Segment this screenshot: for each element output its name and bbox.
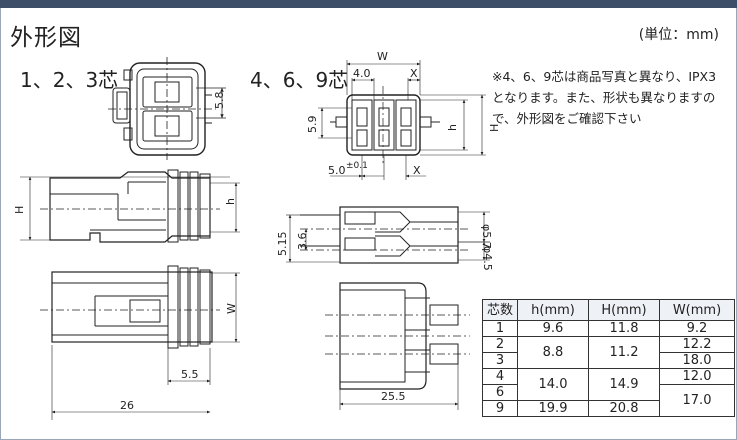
- table-header-W: W(mm): [659, 299, 735, 321]
- small-top-view: [40, 265, 240, 420]
- table-cell-W: 18.0: [659, 352, 735, 369]
- note-line-1: ※4、6、9芯は商品写真と異なり、IPX3: [492, 69, 717, 84]
- table-cell-h: 14.0: [517, 368, 589, 401]
- note-line-2: となります。また、形状も異なりますの: [492, 90, 716, 105]
- table-row: 4 14.0 14.9 12.0: [482, 368, 735, 401]
- table-cell-cores: 4: [482, 368, 518, 385]
- dim-25-5: 25.5: [381, 390, 406, 403]
- header-band: [0, 0, 737, 8]
- table-row: 1 9.6 11.8 9.2: [482, 320, 735, 337]
- table-cell-cores: 9: [482, 400, 518, 417]
- dim-3-6: 3.6: [296, 233, 309, 251]
- table-row: 6 17.0: [482, 384, 735, 417]
- product-note: ※4、6、9芯は商品写真と異なり、IPX3 となります。また、形状も異なりますの…: [492, 66, 727, 129]
- table-cell-h: 9.6: [517, 320, 589, 337]
- label-small-connector: 1、2、3芯: [20, 68, 119, 92]
- dim-5-8: 5.8: [213, 92, 226, 110]
- dim-5-0-tolerance: ±0.1: [346, 161, 368, 171]
- page-title: 外形図: [10, 25, 82, 51]
- dim-phi-4-5: φ4.5: [481, 246, 494, 271]
- table-row: 2 8.8 11.2 12.2: [482, 336, 735, 369]
- dim-26: 26: [120, 399, 134, 412]
- table-cell-W: 17.0: [659, 384, 735, 417]
- table-cell-H: 11.2: [588, 336, 660, 369]
- table-cell-H: 14.9: [588, 368, 660, 401]
- table-row: 9 19.9 20.8: [482, 400, 735, 417]
- dim-h-small: h: [224, 198, 237, 205]
- dim-W-small: W: [225, 303, 238, 314]
- dimension-table: 芯数 h(mm) H(mm) W(mm) 1 9.6 11.8 9.2 2 8.…: [482, 299, 735, 417]
- table-cell-h: 19.9: [517, 400, 589, 417]
- dim-5-9: 5.9: [306, 116, 319, 134]
- label-large-connector: 4、6、9芯: [250, 68, 349, 92]
- table-cell-W: 12.2: [659, 336, 735, 353]
- dim-X-top: X: [410, 67, 418, 80]
- table-cell-cores: 3: [482, 352, 518, 369]
- dim-h-large: h: [446, 124, 459, 131]
- unit-label: (単位：mm): [638, 27, 719, 43]
- small-front-view: [108, 57, 226, 160]
- table-cell-H: 20.8: [588, 400, 660, 417]
- dim-phi-5-7: φ5.7: [480, 224, 493, 249]
- table-cell-h: 8.8: [517, 336, 589, 369]
- large-side-view: [286, 206, 490, 264]
- note-line-3: で、外形図をご確認下さい: [492, 111, 642, 126]
- table-cell-cores: 1: [482, 320, 518, 337]
- table-header-row: 芯数 h(mm) H(mm) W(mm): [482, 299, 735, 321]
- dim-H-large: H: [488, 124, 501, 132]
- large-front-view: [318, 60, 486, 180]
- table-cell-W: 9.2: [659, 320, 735, 337]
- dim-5-0: 5.0: [328, 164, 346, 177]
- table-cell-cores: 6: [482, 384, 518, 401]
- dim-W-large-top: W: [377, 50, 388, 63]
- table-cell-W: 12.0: [659, 368, 735, 385]
- small-side-view: [20, 169, 240, 243]
- dim-5-15: 5.15: [276, 232, 289, 257]
- dim-X-bottom: X: [413, 164, 421, 177]
- table-header-cores: 芯数: [482, 299, 518, 321]
- large-top-view: [325, 282, 470, 410]
- table-cell-H: 11.8: [588, 320, 660, 337]
- table-cell-cores: 2: [482, 336, 518, 353]
- dim-4-0: 4.0: [353, 67, 371, 80]
- dim-H-small: H: [13, 206, 26, 214]
- table-header-H: H(mm): [588, 299, 660, 321]
- table-header-h: h(mm): [517, 299, 589, 321]
- dim-5-5: 5.5: [181, 368, 199, 381]
